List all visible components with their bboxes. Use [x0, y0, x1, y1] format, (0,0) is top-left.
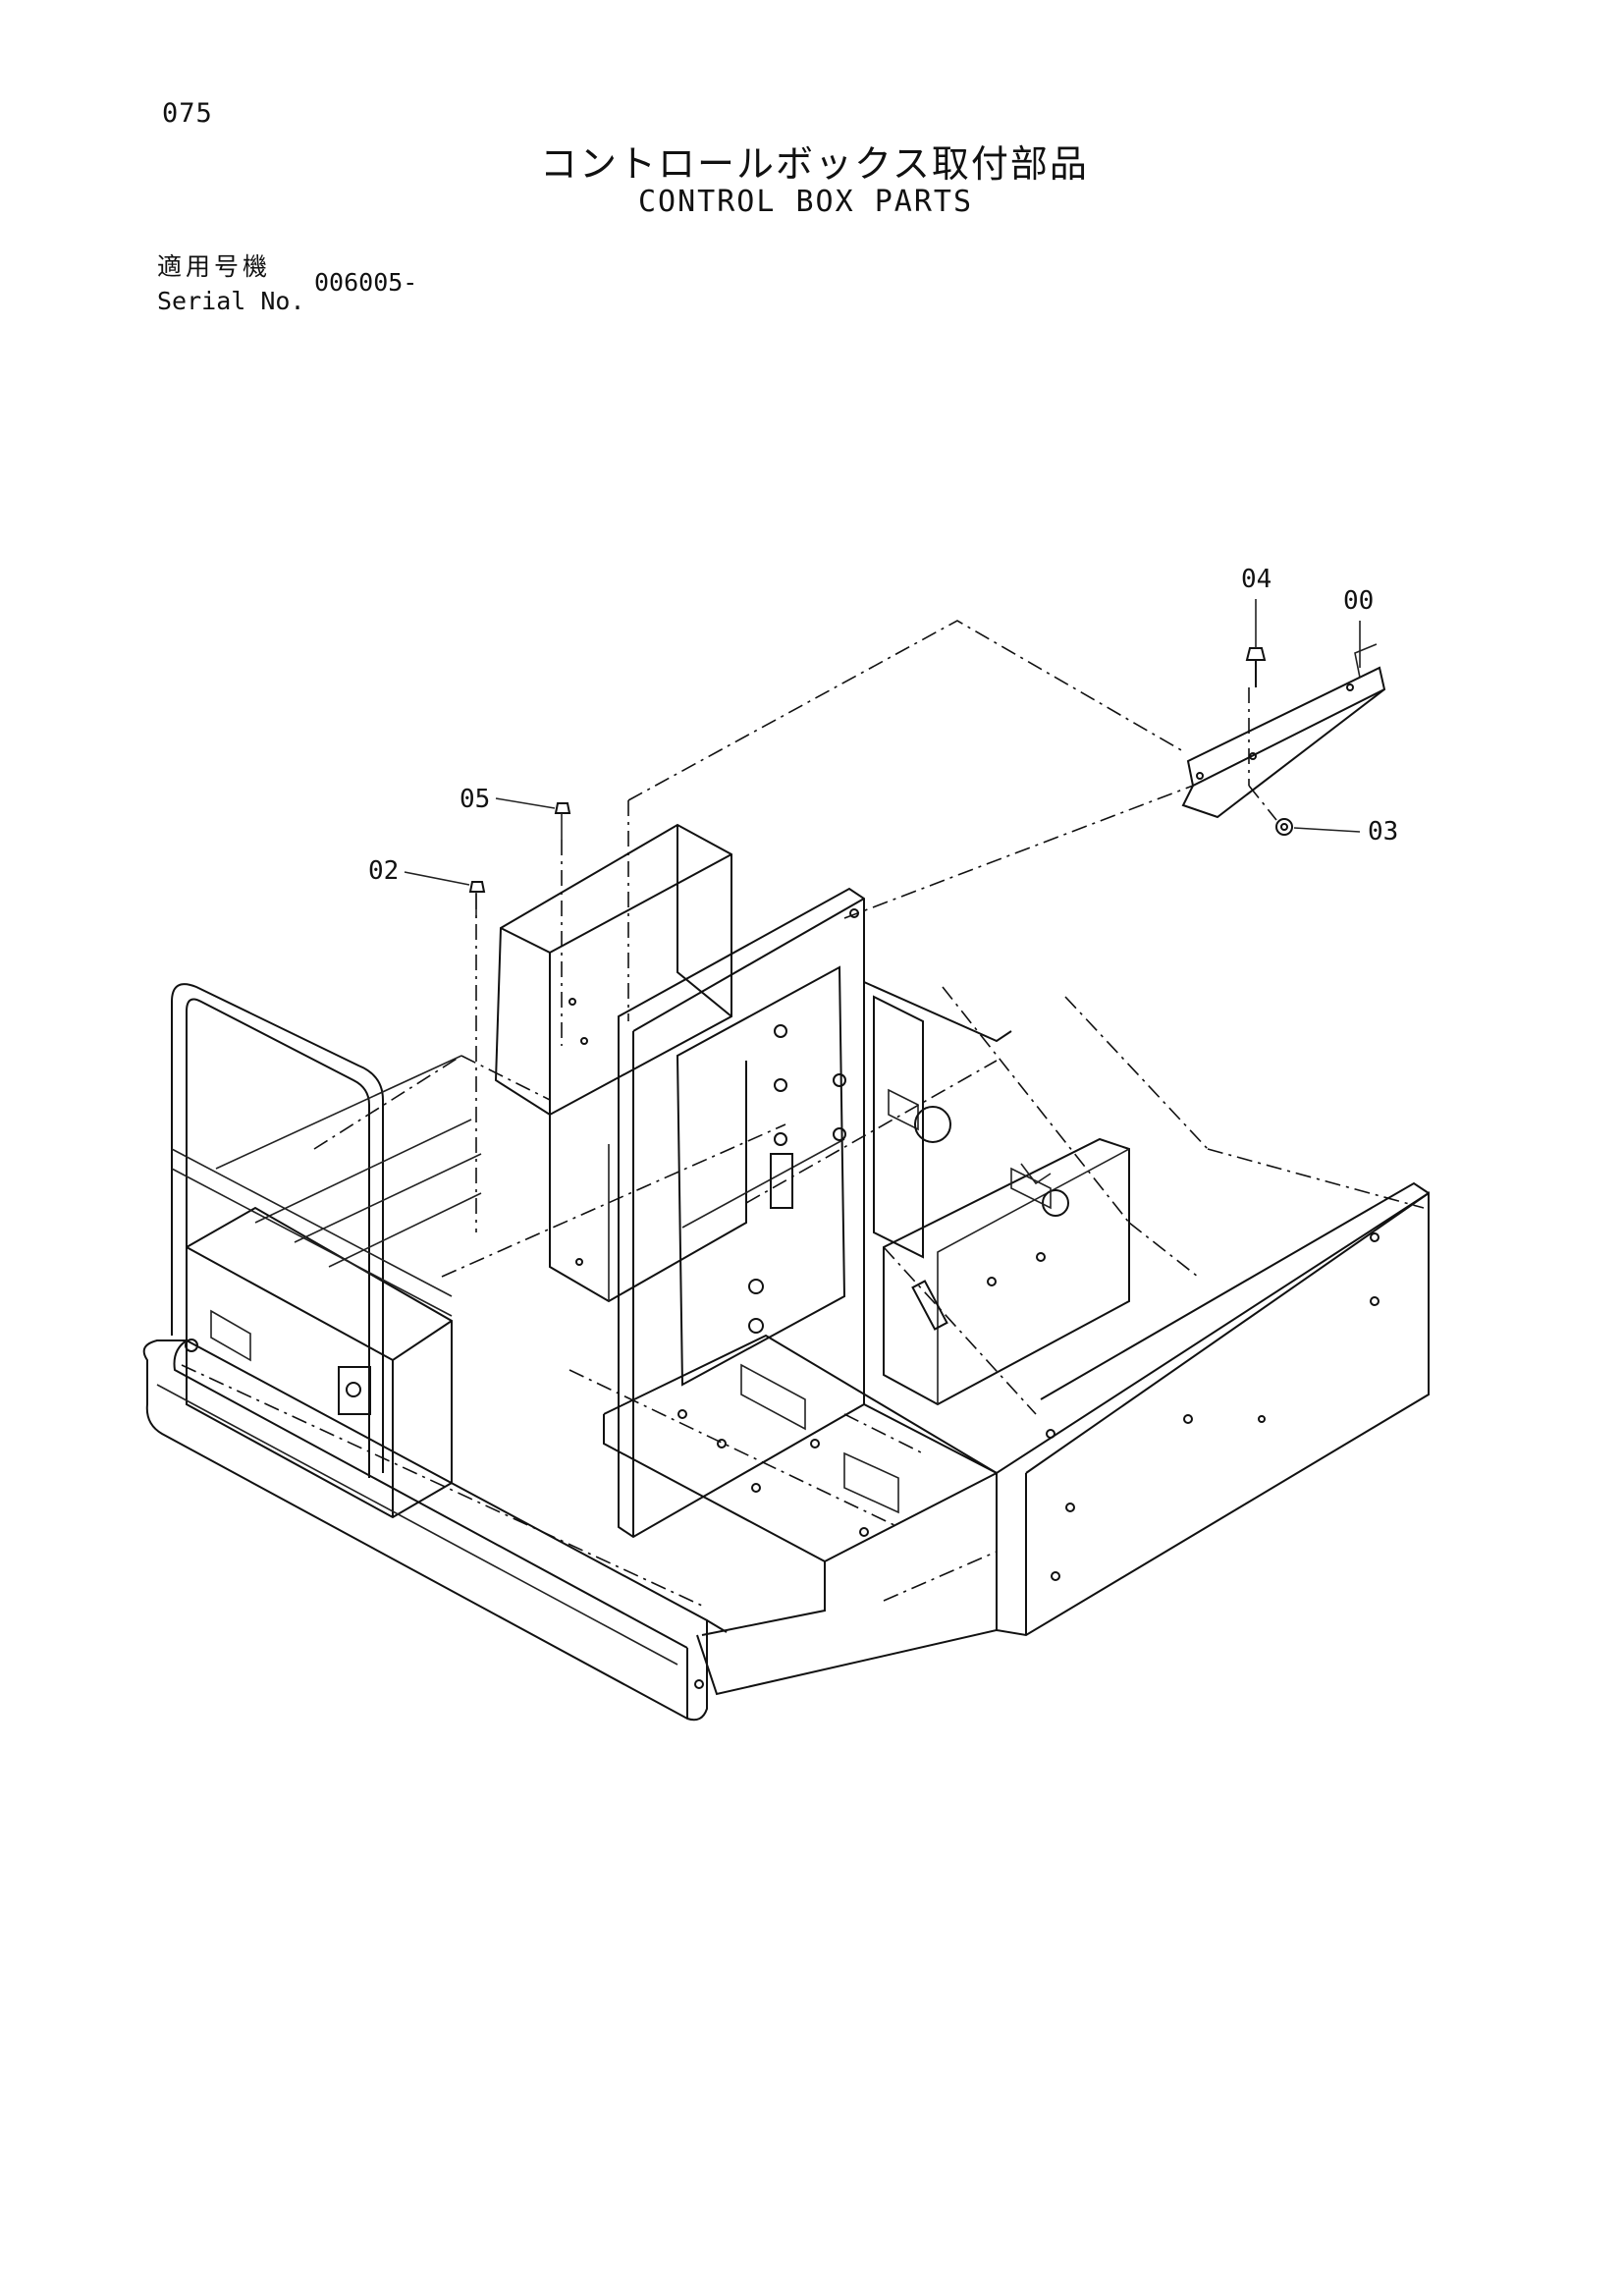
serial-label-english: Serial No. — [157, 287, 305, 315]
serial-label-japanese: 適用号機 — [157, 252, 272, 281]
handrail — [171, 983, 482, 1478]
page-number: 075 — [162, 98, 213, 129]
callout-05: 05 — [460, 785, 556, 814]
callout-label-00: 00 — [1343, 586, 1374, 616]
nut-part-03 — [1275, 818, 1293, 836]
callout-02: 02 — [368, 856, 470, 886]
callout-label-02: 02 — [368, 856, 399, 886]
callout-label-04: 04 — [1241, 565, 1271, 594]
assembly-guide-lines — [181, 620, 1425, 1607]
side-panel — [618, 887, 865, 1539]
page-title-english: CONTROL BOX PARTS — [638, 185, 974, 219]
bolt-part-02 — [468, 881, 486, 918]
inner-support-plate — [883, 1137, 1130, 1406]
bolt-part-04 — [1245, 647, 1267, 687]
main-frame — [696, 981, 1430, 1696]
rear-bracket-plate — [873, 995, 1052, 1259]
callout-04: 04 — [1241, 565, 1271, 648]
callout-label-05: 05 — [460, 785, 490, 814]
control-box-bracket — [1181, 643, 1386, 819]
callout-03: 03 — [1293, 817, 1398, 847]
floor-frame — [603, 1334, 998, 1636]
callout-00: 00 — [1343, 586, 1374, 668]
page-title-japanese: コントロールボックス取付部品 — [540, 142, 1089, 186]
front-bumper — [142, 1339, 728, 1722]
control-box-cover — [494, 823, 747, 1303]
callout-label-03: 03 — [1368, 817, 1398, 847]
serial-number-value: 006005- — [314, 268, 418, 297]
bolt-part-05 — [554, 802, 571, 840]
